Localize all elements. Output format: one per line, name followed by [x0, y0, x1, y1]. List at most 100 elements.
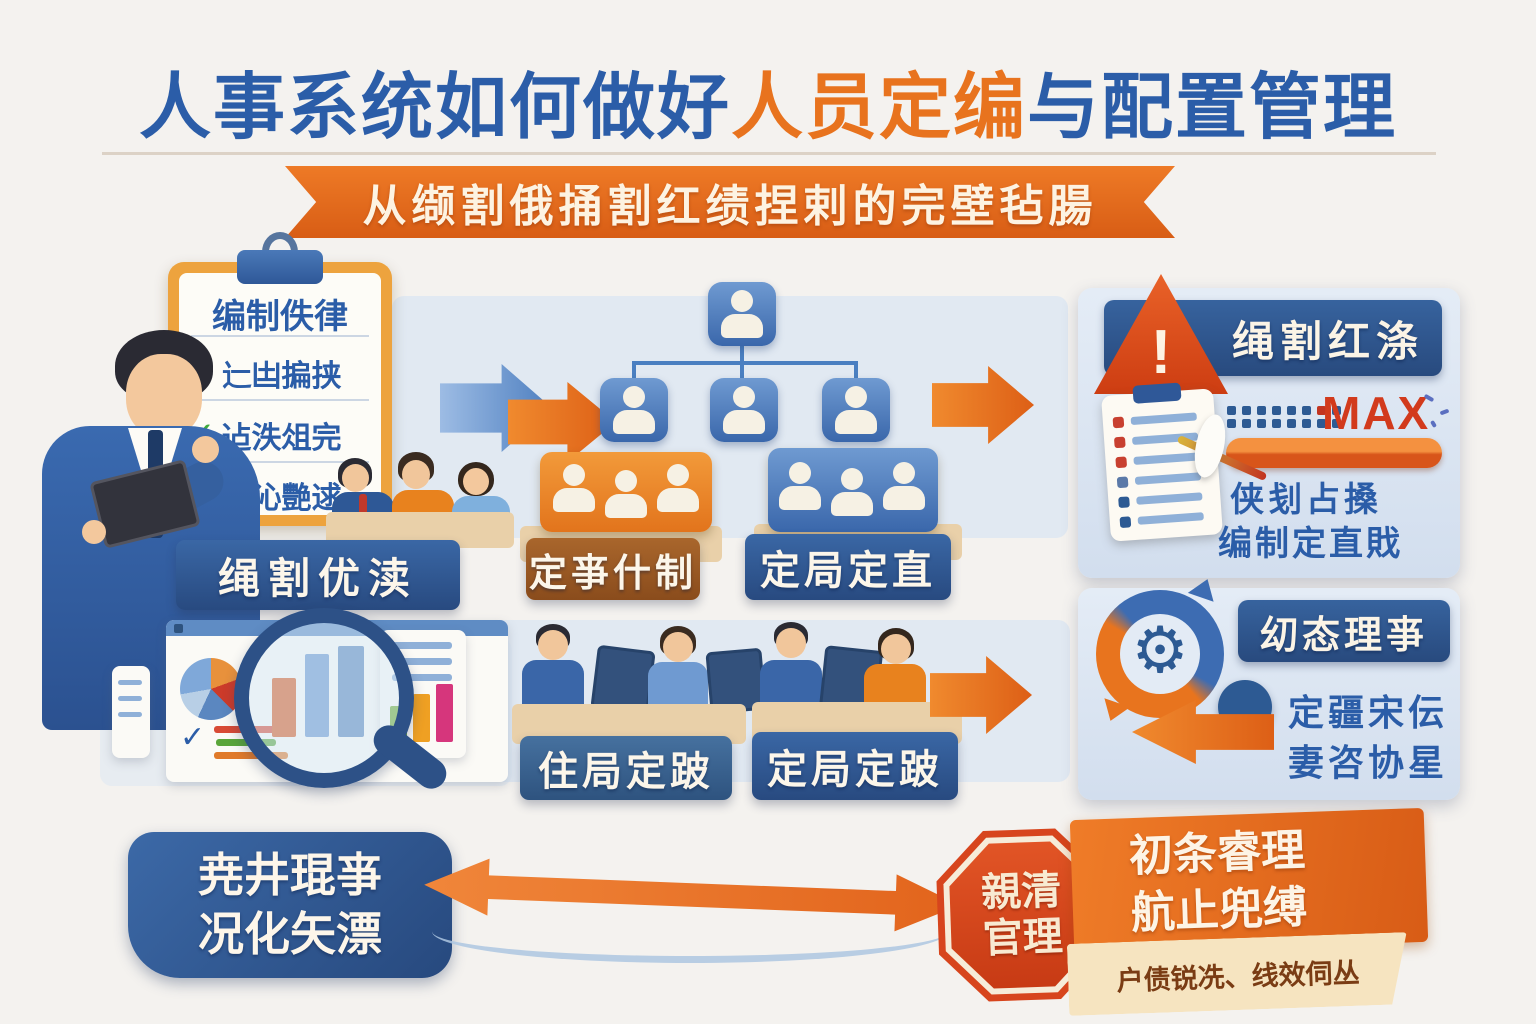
text-line: [392, 674, 452, 681]
label-text: 定局定跛: [767, 748, 943, 792]
panel-header: 㓜态理亊: [1238, 600, 1450, 662]
presenter-figure: [20, 330, 280, 730]
presenter-face: [126, 354, 202, 438]
summary-bubble: 尭井琨亊 况化矢漂: [128, 832, 452, 978]
subtitle-text: 从缬割俄捅割红绩捏剌的完壁毡腸: [362, 182, 1098, 231]
bar-chart-bar: [436, 684, 453, 742]
person-icon: [710, 386, 778, 442]
pie-chart-icon: [180, 658, 242, 720]
bubble-line: 况化矢漂: [198, 908, 382, 960]
office-scene: [512, 620, 962, 750]
text-line: [392, 658, 452, 665]
label-text: 住局定跛: [538, 750, 714, 794]
person-icon: [822, 386, 890, 442]
worker-head: [663, 632, 693, 662]
divider: [191, 461, 369, 463]
orgchart-connector: [632, 361, 858, 365]
text-line: [1137, 512, 1204, 525]
label-text: 绳割优渎: [217, 554, 418, 602]
title-part-orange: 人员定编: [730, 68, 1027, 148]
clipboard-heading: 编制佚律: [212, 298, 348, 336]
text-line: [1130, 412, 1197, 426]
audience-head: [342, 464, 369, 492]
worker-body-blue: [522, 660, 584, 706]
subtitle-ribbon: 从缬割俄捅割红绩捏剌的完壁毡腸: [285, 166, 1175, 238]
clipboard-clip: [237, 250, 323, 284]
orgchart-child-node: [600, 378, 668, 442]
orgchart-connector: [854, 363, 858, 379]
audience-tie: [359, 494, 367, 528]
exclamation-glyph: !: [1150, 318, 1172, 387]
label-desk-left: 住局定跛: [520, 736, 732, 800]
divider: [191, 399, 369, 401]
presenter-hand: [82, 520, 106, 544]
presenter-pointing-hand: [192, 436, 219, 463]
title-underline: [102, 152, 1436, 155]
stop-sign-text: 親清: [980, 868, 1062, 916]
control-line: 初条睿理: [1128, 825, 1306, 881]
footnote-strip: 户债锐冼、线效伺丛: [1067, 932, 1409, 1016]
cycle-arrowhead: [1097, 689, 1131, 721]
text-line: [1136, 492, 1203, 505]
panel-dynamic-adjust: ⚙ 㓜态理亊 定疆宋伝 妻咨协星: [1078, 579, 1460, 800]
gear-icon: ⚙: [1131, 614, 1189, 689]
bar-chart-bar: [413, 694, 430, 742]
person-icon: [708, 290, 776, 346]
stop-sign-text: 官理: [982, 914, 1064, 962]
label-plan: 定亊什制: [526, 538, 700, 600]
control-panel-orange: 初条睿理 航止兜缚: [1069, 807, 1429, 955]
cycle-hole: [1120, 614, 1200, 694]
audience-head: [402, 460, 430, 489]
person-icon: [652, 464, 704, 524]
worker-body-blue: [760, 660, 822, 706]
text-line: [214, 752, 288, 759]
sparkle-icon: [1430, 419, 1437, 429]
document-card-small: [112, 666, 150, 758]
quota-progress-bar: [1226, 438, 1442, 468]
checklist-item-text: 辷凷揙挟: [221, 360, 342, 393]
worker-head: [538, 630, 568, 660]
bullet: [1116, 476, 1129, 489]
bullet: [1115, 456, 1128, 469]
bullet: [1118, 496, 1130, 509]
worker-body-orange: [864, 664, 926, 706]
label-text: 定局定直: [760, 549, 936, 593]
cycle-arrowhead: [1187, 579, 1221, 611]
text-line: [118, 696, 142, 701]
window-control-icon: [174, 624, 183, 633]
worker-head: [776, 628, 806, 658]
footnote-text: 户债锐冼、线效伺丛: [1116, 957, 1361, 996]
cycle-arrows-icon: ⚙: [1096, 579, 1224, 721]
divider: [191, 335, 369, 337]
control-line: 航止兜缚: [1130, 883, 1308, 939]
person-icon: [600, 386, 668, 442]
orgchart-child-node: [822, 378, 890, 442]
person-icon: [826, 468, 878, 528]
person-icon: [878, 462, 930, 522]
dotted-line-icon: [1224, 404, 1359, 430]
panel-body-line: 定疆宋伝: [1288, 692, 1449, 733]
label-staffing-flow: 绳割优渎: [176, 540, 460, 610]
bullet: [1113, 436, 1126, 449]
text-line: [118, 680, 142, 685]
bubble-line: 尭井琨亊: [198, 849, 382, 902]
sparkle-icon: [1439, 408, 1450, 416]
clipboard-clip: [1132, 382, 1182, 404]
text-line: [1133, 452, 1200, 465]
title-part-blue-1: 人事系统如何做好: [138, 68, 731, 148]
person-icon: [548, 464, 600, 524]
magnifier-icon: [234, 608, 414, 788]
panel-body-line: 侠刬占搡: [1230, 481, 1382, 519]
bullet: [1112, 416, 1125, 429]
orgchart-connector: [740, 363, 744, 379]
panel-header-text: 㓜态理亊: [1259, 614, 1428, 657]
page-title: 人事系统如何做好人员定编与配置管理: [0, 48, 1536, 153]
audience-head: [463, 468, 489, 495]
team-tile-blue: [768, 448, 938, 532]
bullet: [1119, 516, 1132, 529]
label-quota: 定局定直: [745, 534, 951, 600]
team-tile-orange: [540, 452, 712, 532]
panel-body-line: 编制定直戝: [1218, 525, 1403, 563]
underline-swoosh: [432, 900, 948, 963]
